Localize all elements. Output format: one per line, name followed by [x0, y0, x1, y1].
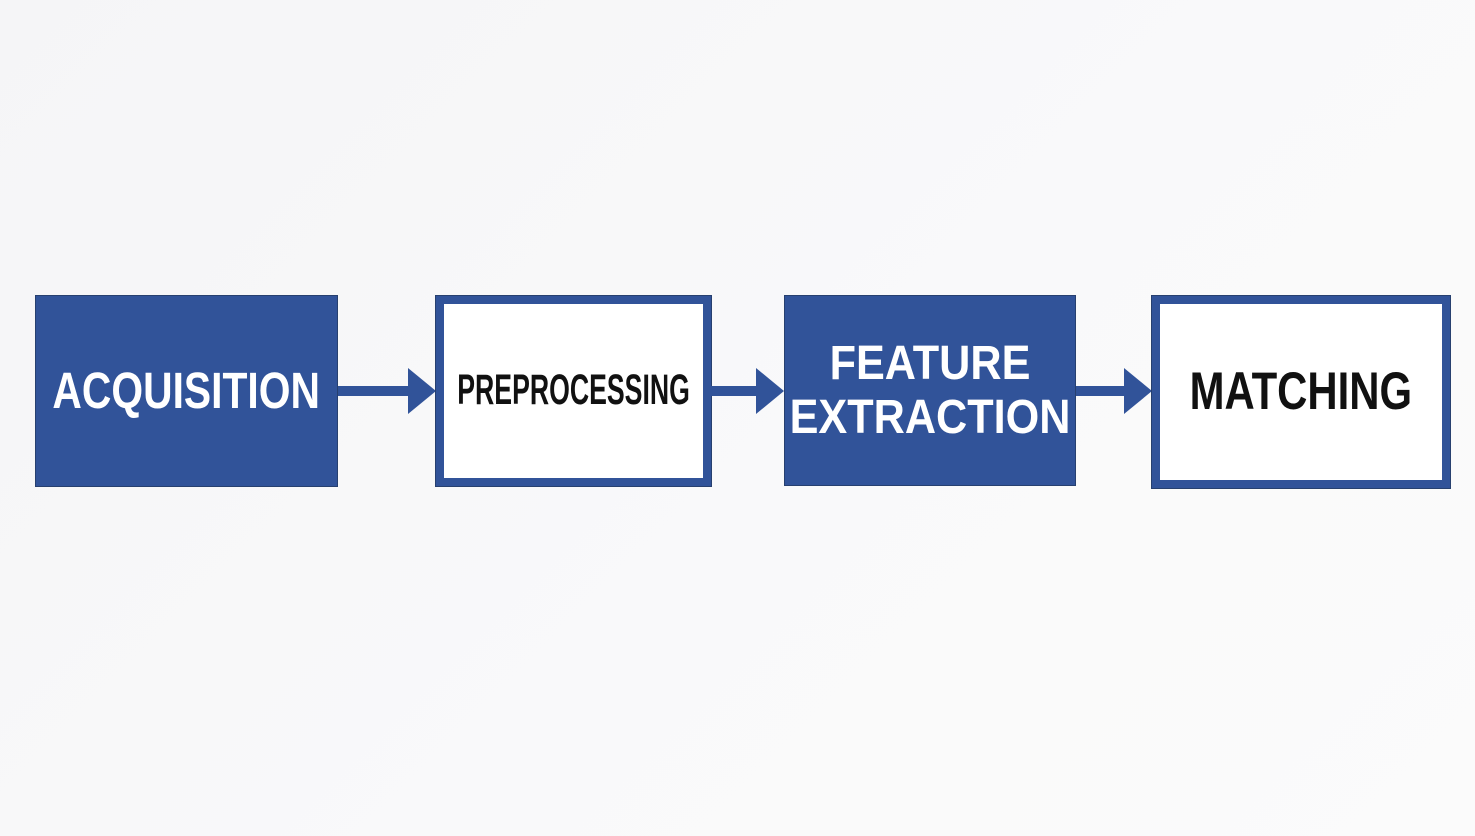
arrow-head	[756, 368, 784, 414]
arrow-stem	[338, 386, 408, 396]
arrow-acquisition-to-preprocessing	[338, 368, 436, 414]
node-feature-extraction: FEATURE EXTRACTION	[784, 295, 1076, 486]
arrow-preprocessing-to-feature-extraction	[711, 368, 784, 414]
node-preprocessing: PREPROCESSING	[436, 296, 711, 486]
arrow-head	[1124, 368, 1152, 414]
arrow-feature-extraction-to-matching	[1076, 368, 1152, 414]
arrow-stem	[1076, 386, 1124, 396]
node-acquisition: ACQUISITION	[35, 295, 338, 487]
node-acquisition-label: ACQUISITION	[52, 361, 321, 419]
node-matching-label: MATCHING	[1189, 361, 1413, 421]
arrow-head	[408, 368, 436, 414]
node-matching: MATCHING	[1152, 296, 1450, 488]
arrow-stem	[711, 386, 756, 396]
node-feature-extraction-label: FEATURE EXTRACTION	[789, 336, 1071, 444]
node-preprocessing-label: PREPROCESSING	[457, 366, 690, 415]
